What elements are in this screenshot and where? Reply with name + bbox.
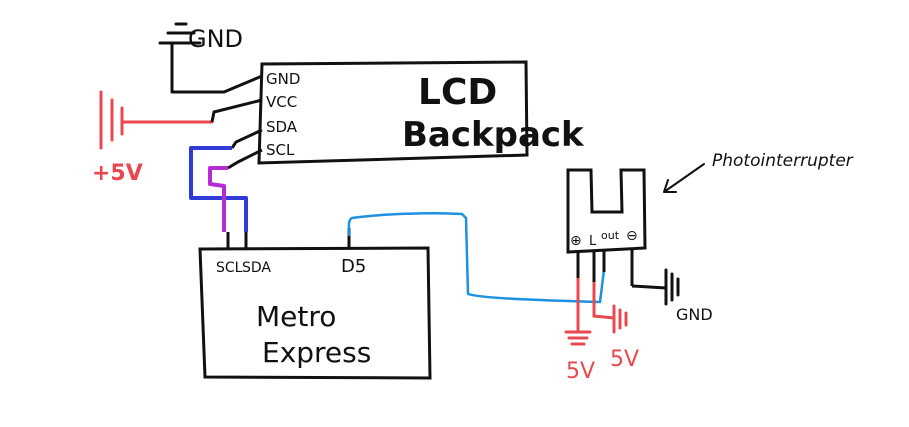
wire-vcc-to-lcd [210,98,263,123]
lcd-pin-gnd: GND [266,70,300,88]
lcd-subtitle: Backpack [402,115,585,155]
right-gnd-symbol [664,268,680,306]
lcd-title: LCD [418,72,497,113]
lcd-pin-vcc: VCC [266,93,297,111]
wire-5v-l [592,282,615,320]
pi-pin-l: L [589,234,597,249]
left-5v-label: +5V [92,161,143,186]
wire-scl-purple [208,166,228,232]
wire-gnd-minus [631,284,667,290]
top-gnd-symbol [158,22,202,94]
metro-express-box [198,246,432,380]
wire-lcd-sda-lead [230,128,263,149]
top-gnd-label: GND [188,25,243,53]
wire-sda-blue [189,146,248,232]
right-5v-symbol-b [612,304,628,334]
metro-pin-d5: D5 [341,256,366,277]
metro-subtitle: Express [262,336,371,369]
wire-gnd-to-lcd [172,74,263,94]
right-5v-label-b: 5V [610,347,639,372]
photointerrupter-arrow [663,163,705,193]
photointerrupter-legs [576,248,634,286]
lcd-pin-scl: SCL [266,141,295,159]
photointerrupter-body [566,168,647,254]
photointerrupter-label: Photointerrupter [712,151,854,171]
metro-pin-sda: SDA [242,260,271,276]
pi-pin-minus: ⊖ [626,228,638,244]
wire-d5-signal [347,211,606,304]
left-5v-symbol [99,90,214,150]
wire-lcd-scl-lead [227,148,263,170]
pi-pin-out: out [601,229,620,242]
metro-title: Metro [256,300,336,333]
right-gnd-label: GND [676,305,713,324]
pi-pin-plus: ⊕ [570,233,582,249]
right-5v-label-a: 5V [566,359,595,384]
right-5v-symbol-a [564,330,592,346]
lcd-pin-sda: SDA [266,118,298,136]
metro-pin-scl: SCL [216,260,243,276]
